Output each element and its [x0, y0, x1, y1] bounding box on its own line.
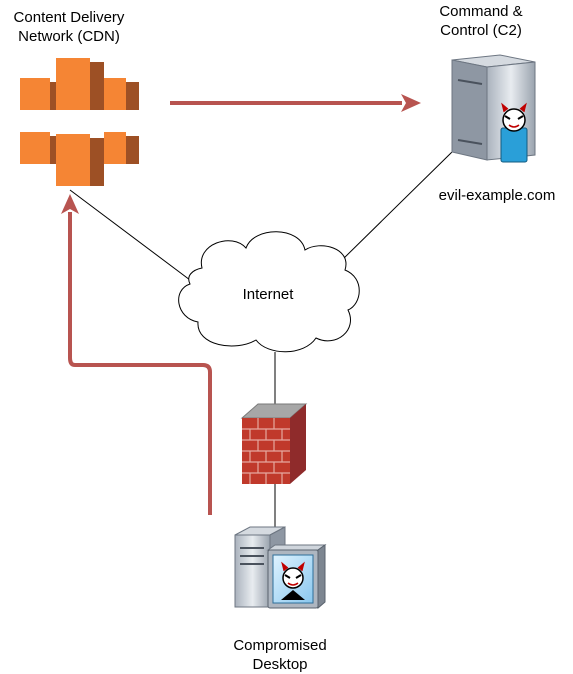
connections — [69, 151, 453, 530]
desktop-to-cdn-arrowhead — [61, 194, 79, 214]
traffic-arrows — [61, 94, 421, 515]
desktop-with-hacker-icon — [234, 526, 327, 610]
desktop-label-line2: Desktop — [252, 656, 308, 673]
aws-cloudfront-cubes-icon — [20, 58, 139, 186]
internet-label: Internet — [242, 286, 294, 303]
desktop-to-cdn-arrow — [68, 212, 212, 515]
c2-label-line2: Control (C2) — [440, 22, 522, 39]
server-with-hacker-icon — [451, 54, 536, 163]
desktop-label: Compromised Desktop — [215, 636, 345, 674]
cloud-icon — [178, 231, 360, 353]
c2-internet-link — [339, 151, 453, 263]
c2-label: Command & Control (C2) — [425, 2, 537, 40]
c2-domain-label: evil-example.com — [438, 187, 556, 204]
cdn-label-line1: Content Delivery — [13, 9, 125, 26]
c2-label-line1: Command & — [439, 3, 523, 20]
desktop-label-line1: Compromised — [233, 637, 327, 654]
cdn-label: Content Delivery Network (CDN) — [0, 8, 138, 46]
cdn-to-c2-arrowhead — [401, 94, 421, 112]
brick-firewall-icon — [240, 403, 308, 484]
cdn-internet-link — [69, 189, 191, 281]
cdn-label-line2: Network (CDN) — [18, 28, 120, 45]
